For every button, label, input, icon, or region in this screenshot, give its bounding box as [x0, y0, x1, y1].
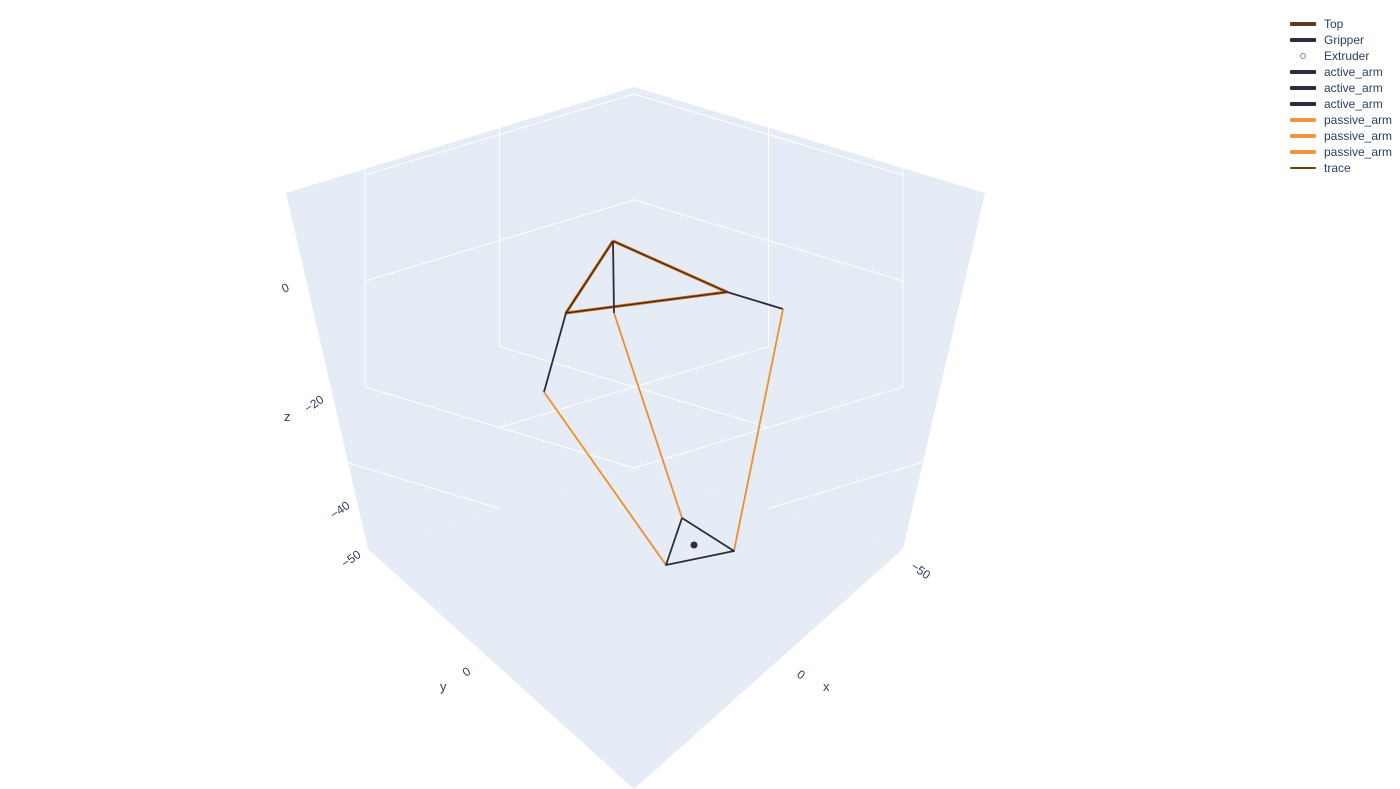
trace-active-arm — [612, 240, 615, 314]
axis-titles: x y z — [284, 409, 830, 694]
grid-lines — [230, 0, 1038, 509]
y-tick-neg50: −50 — [339, 547, 364, 570]
legend-label: Gripper — [1324, 33, 1365, 47]
trace-active-arm — [543, 312, 567, 393]
legend-label: trace — [1324, 161, 1351, 175]
legend-item-passive-arm[interactable]: passive_arm — [1290, 144, 1398, 160]
traces — [543, 239, 784, 566]
extruder-marker — [690, 541, 698, 549]
legend-label: passive_arm — [1324, 145, 1393, 159]
legend-swatch — [1290, 130, 1316, 142]
legend-item-top[interactable]: Top — [1290, 16, 1398, 32]
wall-grid-horizontal — [633, 199, 904, 282]
legend-label: active_arm — [1324, 97, 1383, 111]
trace-top — [565, 240, 728, 314]
legend-label: passive_arm — [1324, 113, 1393, 127]
legend-item-trace[interactable]: trace — [1290, 160, 1398, 176]
legend-label: Top — [1324, 17, 1344, 31]
trace-passive-arm — [543, 391, 667, 566]
legend-item-active-arm[interactable]: active_arm — [1290, 80, 1398, 96]
legend-item-extruder[interactable]: Extruder — [1290, 48, 1398, 64]
legend-swatch — [1290, 66, 1316, 78]
wall-grid-horizontal — [633, 93, 904, 176]
wall-grid-horizontal — [364, 199, 635, 282]
legend-item-active-arm[interactable]: active_arm — [1290, 96, 1398, 112]
trace-passive-arm — [733, 308, 784, 552]
legend-swatch — [1290, 114, 1316, 126]
legend-swatch — [1290, 50, 1316, 62]
legend-swatch — [1290, 162, 1316, 174]
legend-label: active_arm — [1324, 81, 1383, 95]
back-wall-y — [286, 87, 634, 549]
floor-panel — [368, 468, 903, 789]
trace-active-arm — [726, 291, 784, 310]
floor-grid-x — [768, 427, 1038, 509]
floor-grid-y — [230, 427, 500, 509]
x-tick-0: 0 — [794, 667, 808, 682]
scene-panels — [286, 87, 985, 789]
trace-passive-arm — [613, 312, 683, 519]
wall-grid-horizontal — [672, 0, 904, 70]
trace-gripper — [665, 517, 735, 566]
z-tick-0: 0 — [279, 280, 291, 296]
legend-label: active_arm — [1324, 65, 1383, 79]
floor-grid-x — [633, 386, 904, 469]
y-tick-0: 0 — [460, 664, 474, 679]
legend-item-passive-arm[interactable]: passive_arm — [1290, 128, 1398, 144]
legend-swatch — [1290, 34, 1316, 46]
legend-swatch — [1290, 18, 1316, 30]
legend-item-passive-arm[interactable]: passive_arm — [1290, 112, 1398, 128]
floor-grid-y — [499, 346, 769, 428]
legend-swatch — [1290, 146, 1316, 158]
legend-swatch — [1290, 82, 1316, 94]
x-axis-title: x — [823, 679, 830, 694]
legend-label: passive_arm — [1324, 129, 1393, 143]
legend-label: Extruder — [1324, 49, 1370, 63]
y-axis-title: y — [440, 679, 447, 694]
z-tick-neg40: −40 — [328, 498, 353, 521]
legend-swatch — [1290, 98, 1316, 110]
legend-item-gripper[interactable]: Gripper — [1290, 32, 1398, 48]
x-tick-neg50: −50 — [908, 559, 933, 582]
z-axis-title: z — [284, 409, 291, 424]
legend-item-active-arm[interactable]: active_arm — [1290, 64, 1398, 80]
wall-grid-horizontal — [364, 93, 635, 176]
wall-grid-horizontal — [364, 0, 596, 70]
back-wall-x — [634, 87, 985, 549]
z-tick-neg20: −20 — [302, 392, 327, 415]
